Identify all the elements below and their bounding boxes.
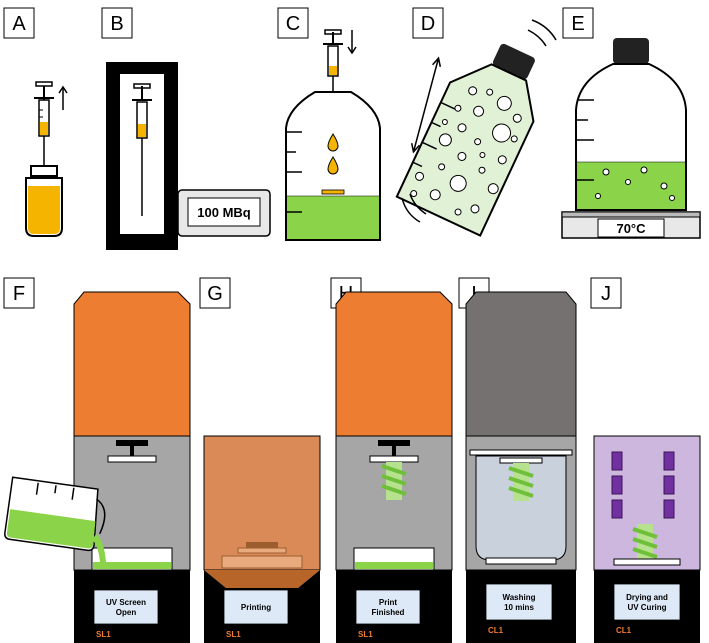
arrow-up-icon [58, 85, 68, 110]
shake-arrow-icon [410, 56, 442, 154]
temperature-readout: 70°C [616, 221, 646, 236]
printed-spiral-part [508, 463, 534, 501]
screen-text-line: Washing [502, 593, 535, 602]
panel-label-e: E [562, 7, 594, 39]
panel-label-a: A [3, 7, 35, 39]
svg-text:A: A [12, 13, 26, 35]
panel-label-j: J [590, 277, 622, 309]
svg-text:F: F [13, 283, 25, 305]
screen-text-line: Drying and [626, 593, 668, 602]
droplet-icon [327, 156, 339, 175]
svg-text:C: C [286, 13, 300, 35]
brand-label: SL1 [358, 630, 373, 639]
panel-label-c: C [277, 7, 309, 39]
screen-text-line: Open [116, 608, 137, 617]
panel-f-printer-open: UV Screen Open SL1 [4, 291, 191, 643]
panel-b-dose-calibrator: 100 MBq [106, 62, 271, 250]
panel-e-hotplate: 70°C [561, 38, 701, 239]
svg-text:G: G [207, 283, 223, 305]
printed-spiral-part [632, 524, 658, 560]
panel-label-f: F [3, 277, 35, 309]
screen-text-line: Print [379, 598, 398, 607]
svg-text:J: J [601, 283, 611, 305]
screen-text-line: 10 mins [504, 603, 534, 612]
arrow-down-icon [347, 30, 357, 55]
dose-readout: 100 MBq [197, 205, 251, 220]
panel-h-printer-finished: Print Finished SL1 [335, 291, 453, 643]
screen-text-line: UV Screen [106, 598, 146, 607]
brand-label: CL1 [616, 626, 632, 635]
panel-label-g: G [199, 277, 231, 309]
screen-text-line: UV Curing [627, 603, 666, 612]
panel-label-d: D [412, 7, 444, 39]
panel-i-washer: Washing 10 mins CL1 [465, 291, 577, 643]
panel-a-syringe-vial [25, 81, 68, 237]
panel-c-resin-bottle [285, 29, 381, 241]
bubbles [410, 86, 522, 216]
brand-label: SL1 [226, 630, 241, 639]
svg-text:B: B [110, 13, 123, 35]
screen-text-line: Printing [241, 603, 271, 612]
panel-label-b: B [101, 7, 133, 39]
panel-d-shaking-bottle [395, 19, 557, 237]
screen-text-line: Finished [372, 608, 405, 617]
svg-text:D: D [421, 13, 435, 35]
svg-text:E: E [571, 13, 584, 35]
panel-g-printer-printing: Printing SL1 [203, 435, 321, 643]
printed-spiral-part [381, 462, 407, 500]
brand-label: CL1 [488, 626, 504, 635]
brand-label: SL1 [96, 630, 111, 639]
panel-j-uv-curing: Drying and UV Curing CL1 [593, 435, 701, 643]
droplet-icon [327, 133, 339, 152]
uv-lamps [611, 451, 675, 519]
